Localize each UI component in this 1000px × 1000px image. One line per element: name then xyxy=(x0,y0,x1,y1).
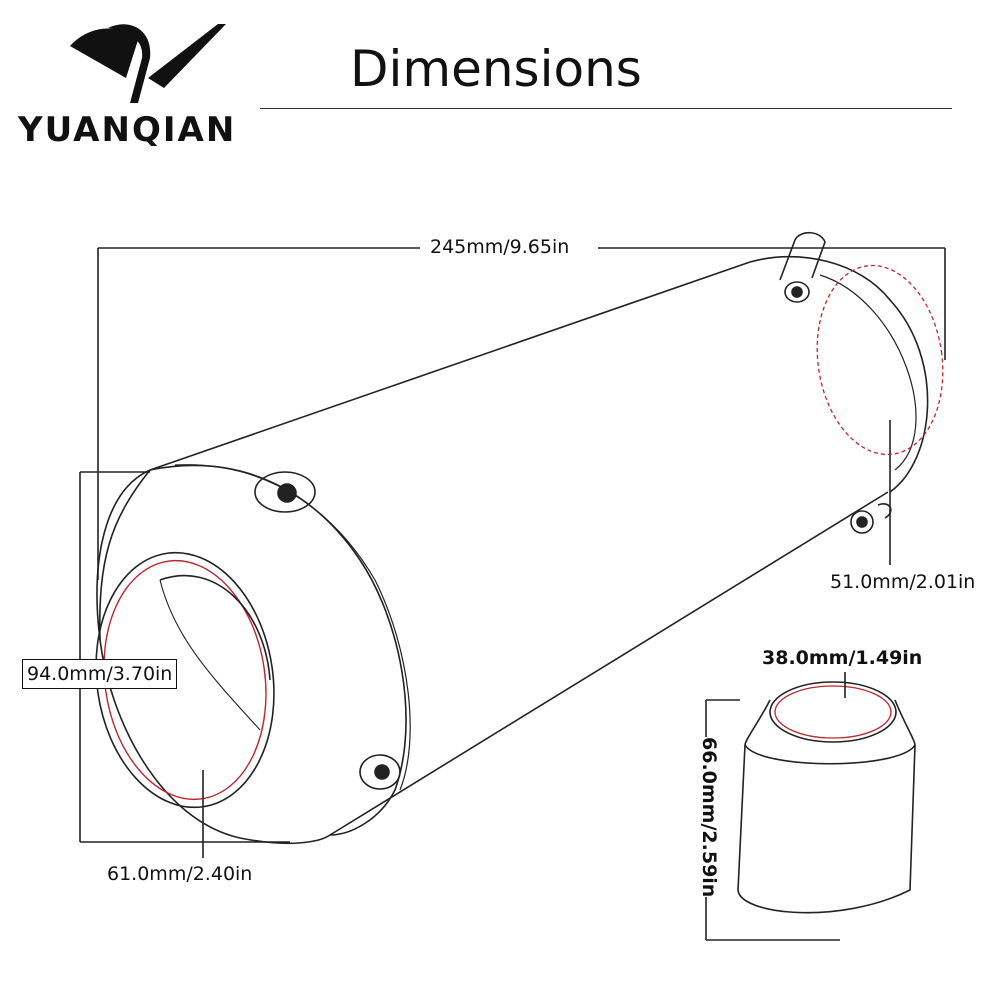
brand-name: YUANQIAN xyxy=(18,110,237,150)
outer-diameter-label: 94.0mm/3.70in xyxy=(22,659,178,689)
page-title: Dimensions xyxy=(350,40,642,98)
inlet-opening xyxy=(816,264,944,456)
front-face-outer xyxy=(96,469,331,845)
bolt-top xyxy=(254,471,316,513)
body-bottom-edge xyxy=(329,491,889,836)
exhaust-tip xyxy=(737,672,916,914)
brand-logo: YUANQIAN xyxy=(18,18,248,158)
tip-inner-diameter-label: 38.0mm/1.49in xyxy=(762,647,923,669)
outlet-diameter-label: 61.0mm/2.40in xyxy=(107,863,253,885)
bolt-bottom xyxy=(359,754,401,790)
total-length-label: 245mm/9.65in xyxy=(430,236,570,258)
inlet-diameter-label: 51.0mm/2.01in xyxy=(830,571,976,593)
yuanqian-logo-icon xyxy=(70,24,226,103)
tip-length-label: 66.0mm/2.59in xyxy=(698,737,720,898)
front-collar-outer xyxy=(149,464,407,836)
title-divider xyxy=(260,108,952,109)
body-top-edge xyxy=(149,261,751,471)
rear-end-cap xyxy=(749,255,929,493)
mounting-bracket-top xyxy=(779,231,826,281)
